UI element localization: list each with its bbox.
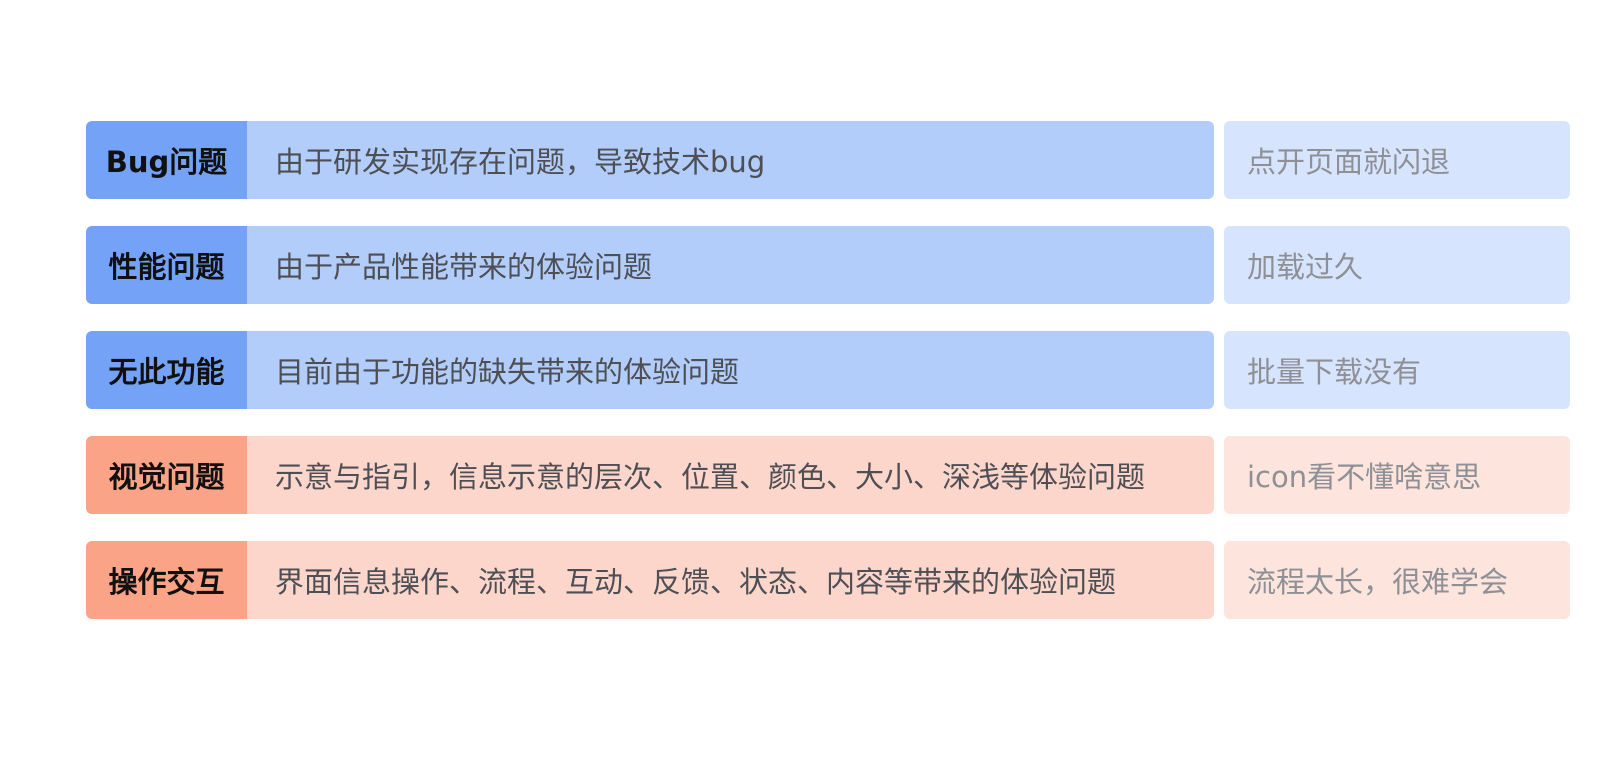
category-example: icon看不懂啥意思 xyxy=(1224,436,1570,514)
category-label: 性能问题 xyxy=(86,226,247,304)
category-example: 流程太长，很难学会 xyxy=(1224,541,1570,619)
category-label: 操作交互 xyxy=(86,541,247,619)
problem-rows: Bug问题 由于研发实现存在问题，导致技术bug 点开页面就闪退 性能问题 由于… xyxy=(86,121,1570,619)
row-visual: 视觉问题 示意与指引，信息示意的层次、位置、颜色、大小、深浅等体验问题 icon… xyxy=(86,436,1570,514)
category-description: 示意与指引，信息示意的层次、位置、颜色、大小、深浅等体验问题 xyxy=(247,436,1214,514)
row-interaction: 操作交互 界面信息操作、流程、互动、反馈、状态、内容等带来的体验问题 流程太长，… xyxy=(86,541,1570,619)
category-description: 由于产品性能带来的体验问题 xyxy=(247,226,1214,304)
row-bug: Bug问题 由于研发实现存在问题，导致技术bug 点开页面就闪退 xyxy=(86,121,1570,199)
category-example: 批量下载没有 xyxy=(1224,331,1570,409)
row-performance: 性能问题 由于产品性能带来的体验问题 加载过久 xyxy=(86,226,1570,304)
row-missing-feature: 无此功能 目前由于功能的缺失带来的体验问题 批量下载没有 xyxy=(86,331,1570,409)
category-description: 界面信息操作、流程、互动、反馈、状态、内容等带来的体验问题 xyxy=(247,541,1214,619)
category-description: 由于研发实现存在问题，导致技术bug xyxy=(247,121,1214,199)
category-example: 点开页面就闪退 xyxy=(1224,121,1570,199)
category-label: 视觉问题 xyxy=(86,436,247,514)
category-example: 加载过久 xyxy=(1224,226,1570,304)
category-label: Bug问题 xyxy=(86,121,247,199)
category-description: 目前由于功能的缺失带来的体验问题 xyxy=(247,331,1214,409)
category-label: 无此功能 xyxy=(86,331,247,409)
